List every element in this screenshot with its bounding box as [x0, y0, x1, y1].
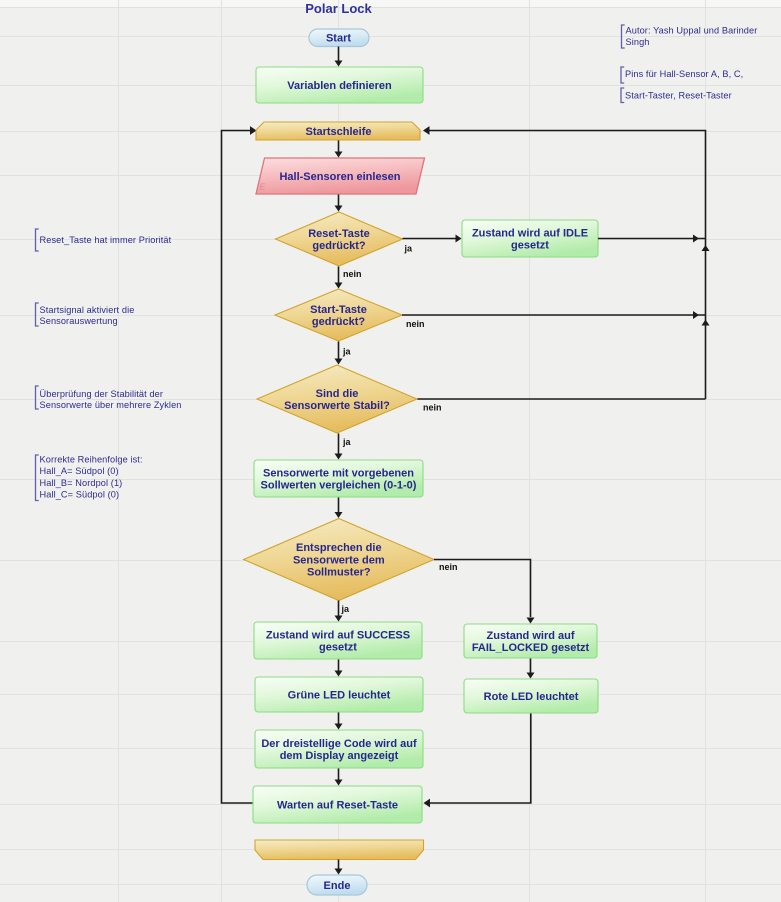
svg-text:Start: Start	[326, 33, 351, 45]
svg-text:Sensorwerte mit vorgebenen: Sensorwerte mit vorgebenen	[263, 467, 414, 479]
svg-text:Ende: Ende	[324, 880, 351, 892]
svg-text:Warten auf Reset-Taste: Warten auf Reset-Taste	[277, 799, 398, 811]
svg-text:Reset_Taste hat immer Prioritä: Reset_Taste hat immer Priorität	[40, 235, 172, 245]
svg-text:ja: ja	[404, 244, 414, 254]
svg-text:Autor: Yash Uppal und Barinder: Autor: Yash Uppal und Barinder	[626, 26, 758, 36]
svg-text:dem Display angezeigt: dem Display angezeigt	[280, 750, 399, 762]
svg-text:gesetzt: gesetzt	[319, 642, 357, 654]
svg-text:Startsignal aktiviert die: Startsignal aktiviert die	[40, 305, 135, 315]
svg-text:Reset-Taste: Reset-Taste	[308, 228, 370, 240]
svg-text:Sensorauswertung: Sensorauswertung	[40, 316, 118, 326]
svg-text:Überprüfung der Stabilität der: Überprüfung der Stabilität der	[40, 389, 164, 399]
svg-text:Sollwerten vergleichen (0-1-0): Sollwerten vergleichen (0-1-0)	[261, 480, 417, 492]
svg-text:Zustand wird auf IDLE: Zustand wird auf IDLE	[472, 227, 588, 239]
svg-text:ja: ja	[342, 347, 352, 357]
svg-text:Sensorwerte Stabil?: Sensorwerte Stabil?	[284, 400, 390, 412]
svg-text:Hall_B= Nordpol (1): Hall_B= Nordpol (1)	[40, 478, 123, 488]
svg-text:ja: ja	[342, 437, 352, 447]
svg-text:Polar Lock: Polar Lock	[305, 1, 372, 16]
svg-text:Entsprechen die: Entsprechen die	[296, 542, 382, 554]
svg-text:Variablen definieren: Variablen definieren	[287, 80, 392, 92]
svg-text:Zustand wird auf: Zustand wird auf	[487, 630, 575, 642]
svg-text:gesetzt: gesetzt	[511, 240, 549, 252]
svg-text:gedrückt?: gedrückt?	[312, 240, 365, 252]
svg-text:nein: nein	[423, 403, 442, 413]
svg-text:Sensorwerte über mehrere Zykle: Sensorwerte über mehrere Zyklen	[40, 400, 182, 410]
svg-text:ja: ja	[341, 604, 351, 614]
svg-text:Start-Taster, Reset-Taster: Start-Taster, Reset-Taster	[625, 91, 732, 101]
svg-text:E: E	[260, 182, 266, 192]
svg-text:Sind die: Sind die	[316, 388, 359, 400]
svg-text:Der dreistellige Code wird auf: Der dreistellige Code wird auf	[261, 738, 417, 750]
svg-text:nein: nein	[343, 269, 362, 279]
svg-text:Start-Taste: Start-Taste	[310, 304, 367, 316]
svg-text:Startschleife: Startschleife	[305, 126, 371, 138]
svg-text:Hall-Sensoren einlesen: Hall-Sensoren einlesen	[279, 171, 400, 183]
svg-text:Sollmuster?: Sollmuster?	[307, 567, 371, 579]
svg-text:Korrekte Reihenfolge ist:: Korrekte Reihenfolge ist:	[40, 455, 143, 465]
svg-text:gedrückt?: gedrückt?	[312, 316, 365, 328]
svg-text:Singh: Singh	[626, 37, 650, 47]
svg-text:Hall_A= Südpol (0): Hall_A= Südpol (0)	[40, 466, 119, 476]
svg-text:Pins für Hall-Sensor A, B, C,: Pins für Hall-Sensor A, B, C,	[625, 69, 743, 79]
svg-text:Zustand wird auf SUCCESS: Zustand wird auf SUCCESS	[266, 629, 410, 641]
svg-text:Sensorwerte dem: Sensorwerte dem	[293, 554, 385, 566]
svg-text:Grüne LED leuchtet: Grüne LED leuchtet	[288, 689, 391, 701]
svg-text:Hall_C= Südpol (0): Hall_C= Südpol (0)	[40, 490, 120, 500]
svg-text:nein: nein	[406, 319, 425, 329]
svg-text:nein: nein	[439, 562, 458, 572]
svg-text:Rote LED leuchtet: Rote LED leuchtet	[484, 691, 579, 703]
svg-text:FAIL_LOCKED gesetzt: FAIL_LOCKED gesetzt	[472, 642, 590, 654]
